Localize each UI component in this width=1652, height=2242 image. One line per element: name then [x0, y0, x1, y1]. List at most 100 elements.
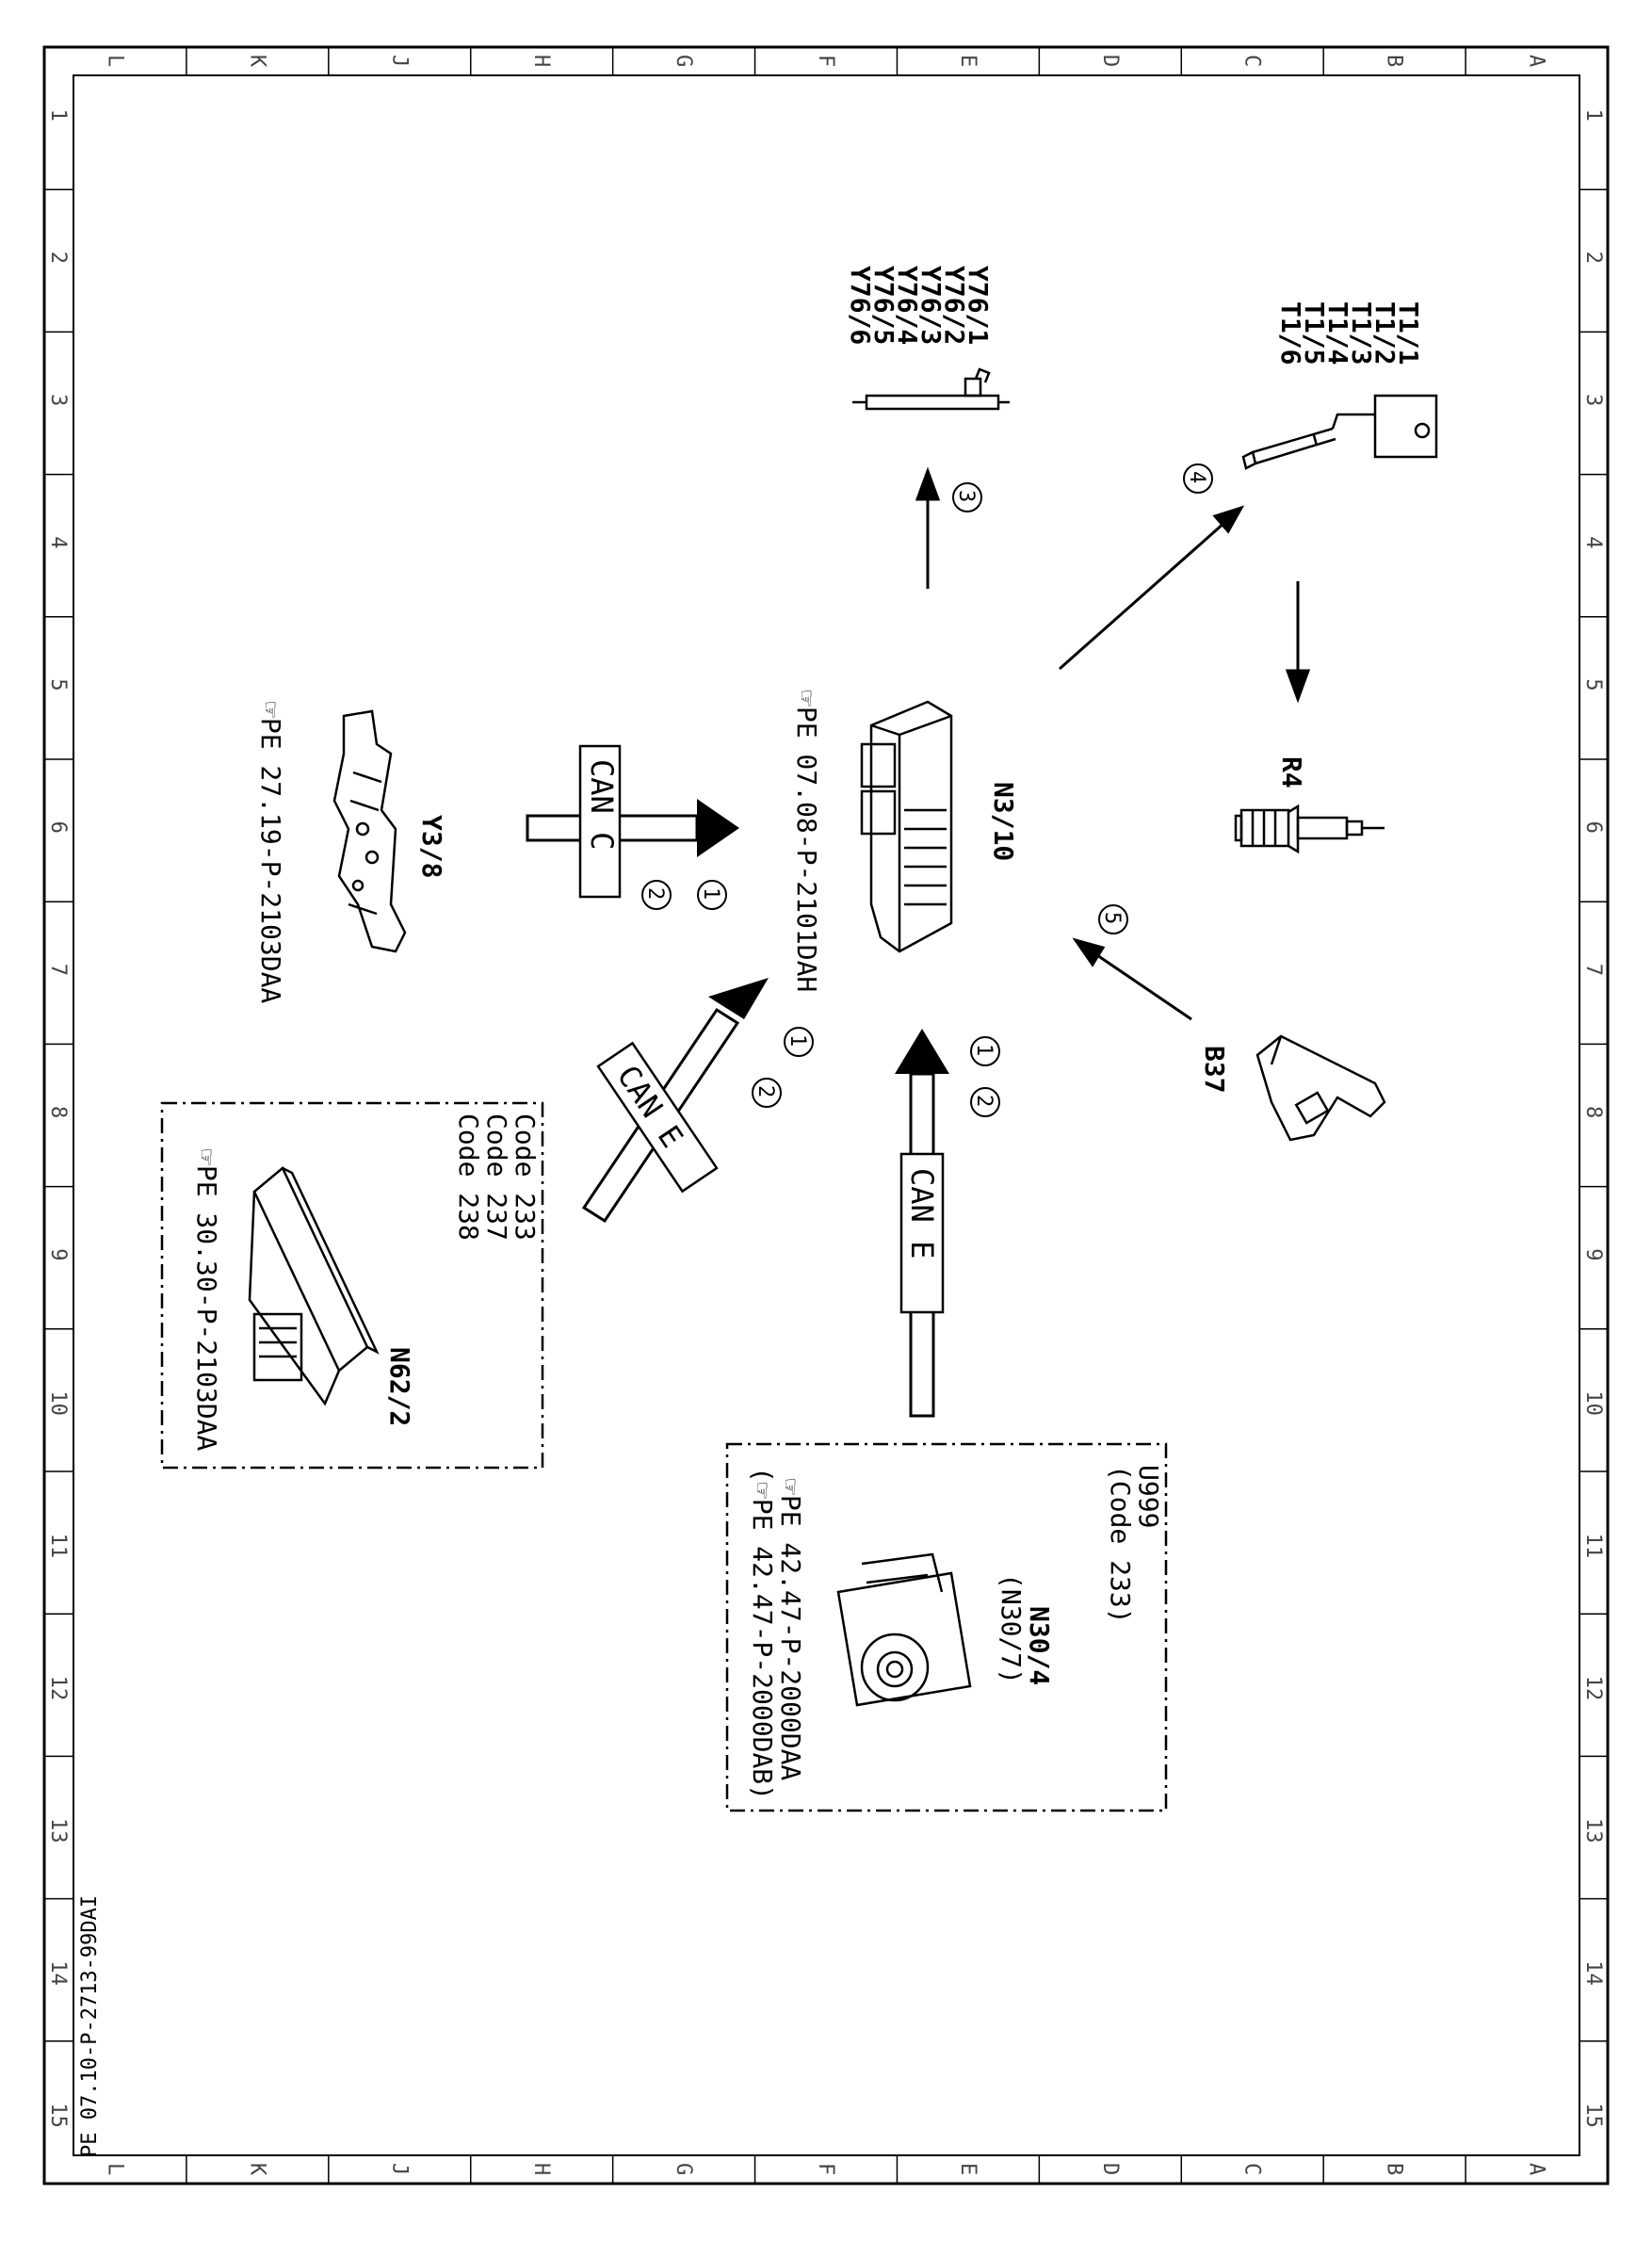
grid-number: 1: [46, 109, 70, 122]
t1-label-5: T1/5: [1299, 301, 1330, 365]
injector-illustration: [852, 367, 1010, 411]
spark-plug-illustration: [1234, 804, 1385, 854]
grid-number: 5: [1581, 678, 1605, 690]
grid-letter: C: [1240, 55, 1264, 67]
marker-1: 1: [699, 887, 722, 900]
marker-circle: [1098, 904, 1128, 934]
grid-number: 11: [46, 1534, 70, 1559]
r4-label: R4: [1276, 756, 1307, 788]
grid-letter: D: [1098, 2163, 1122, 2175]
grid-number: 5: [46, 678, 70, 690]
n62-2-label: N62/2: [384, 1347, 415, 1426]
arrowhead-n3-from-b37: [1072, 937, 1106, 967]
n62-2-dashed-box: [160, 1101, 544, 1470]
module-illustration: [248, 1166, 380, 1406]
hand-pointer-icon: ☞: [775, 1479, 806, 1495]
y3-8-label: Y3/8: [416, 815, 447, 878]
grid-letter: E: [956, 55, 980, 67]
can-c-arrowhead: [697, 799, 739, 857]
grid-letter: D: [1098, 55, 1122, 67]
grid-number: 4: [46, 536, 70, 548]
ignition-coil-illustration: [1241, 394, 1438, 470]
hand-pointer-icon: ☞: [255, 702, 286, 718]
r4-component: R4: [1234, 756, 1385, 854]
grid-number: 14: [1581, 1960, 1605, 1986]
signal-arrows: [915, 466, 1311, 1021]
reference-marker-labels: 3 4 5 1 2 1 2 1 2: [643, 471, 1208, 1107]
arrow-from-b37: [1093, 951, 1192, 1021]
n3-10-ref[interactable]: ☞PE 07.08-P-2101DAH: [791, 690, 822, 992]
grid-number: 8: [46, 1106, 70, 1118]
can-c-label: CAN C: [584, 759, 620, 850]
marker-2: 2: [972, 1095, 996, 1107]
t1-label-1: T1/1: [1393, 301, 1424, 365]
reference-markers: [641, 463, 1213, 1117]
marker-circle: [697, 880, 727, 910]
y76-label-6: Y76/6: [845, 266, 876, 345]
arrowhead-y76: [915, 466, 941, 501]
u999-line1: U999: [1133, 1465, 1164, 1528]
u999-dashed-box: [725, 1442, 1168, 1812]
grid-number: 6: [46, 821, 70, 834]
t1-label-4: T1/4: [1322, 301, 1353, 365]
hand-pointer-icon: ☞: [791, 690, 822, 707]
grid-letter: B: [1383, 2163, 1406, 2175]
grid-letter: F: [814, 2163, 837, 2175]
hand-pointer-icon: ☞: [747, 1483, 778, 1499]
grid-letter: F: [814, 55, 837, 67]
u999-component: U999 (Code 233) N30/4 (N30/7) ☞PE 42.47-…: [725, 1442, 1168, 1812]
u999-ref-2[interactable]: (☞PE 42.47-P-2000DAB): [747, 1467, 778, 1800]
marker-2: 2: [753, 1085, 777, 1097]
grid-letter: K: [245, 2163, 268, 2176]
grid-number: 4: [1581, 536, 1605, 548]
can-e-vert-label: CAN E: [904, 1168, 940, 1259]
u999-ref-1[interactable]: ☞PE 42.47-P-2000DAA: [775, 1479, 806, 1780]
y76-label-1: Y76/1: [963, 266, 994, 345]
can-e-diag-tag: [596, 1041, 719, 1194]
grid-letter: L: [103, 55, 126, 67]
grid-number: 12: [46, 1676, 70, 1701]
grid-number: 15: [46, 2103, 70, 2128]
grid-letter: G: [672, 2163, 695, 2175]
can-e-vert-tag: [899, 1152, 945, 1314]
document-id: PE 07.10-P-2713-99DAI: [78, 1895, 102, 2157]
marker-1: 1: [786, 1034, 809, 1047]
can-e-diag-arrowhead: [708, 978, 769, 1019]
grid-letter: K: [245, 55, 268, 68]
n30-4-label: N30/4: [1024, 1606, 1055, 1685]
esp-unit-illustration: [836, 1552, 972, 1707]
grid-number: 7: [46, 964, 70, 976]
y76-label-3: Y76/3: [915, 266, 947, 345]
grid-number: 13: [1581, 1818, 1605, 1844]
n62-2-component: N62/2 Code 233 Code 237 Code 238 ☞PE 30.…: [160, 1101, 544, 1470]
y3-8-ref[interactable]: ☞PE 27.19-P-2103DAA: [255, 702, 286, 1003]
hand-pointer-icon: ☞: [191, 1149, 222, 1165]
pedal-sensor-illustration: [1255, 1034, 1386, 1142]
marker-circle: [641, 880, 672, 910]
t1-label-3: T1/3: [1346, 301, 1377, 365]
marker-circle: [1183, 463, 1213, 494]
arrowhead-r4: [1285, 669, 1311, 704]
can-e-vertical-bus: CAN E: [895, 1029, 949, 1418]
t1-label-2: T1/2: [1369, 301, 1401, 365]
y76-component: Y76/1 Y76/2 Y76/3 Y76/4 Y76/5 Y76/6: [845, 266, 1010, 411]
grid-letter: J: [387, 55, 411, 67]
grid-letter: C: [1240, 2163, 1264, 2175]
marker-circle: [970, 1036, 1000, 1066]
marker-circle: [784, 1027, 814, 1057]
grid-number: 15: [1581, 2103, 1605, 2128]
grid-letter: B: [1383, 55, 1406, 67]
grid-number: 6: [1581, 821, 1605, 834]
grid-number: 10: [1581, 1390, 1605, 1416]
grid-number: 3: [46, 394, 70, 406]
grid-number: 9: [46, 1248, 70, 1260]
grid-number: 9: [1581, 1248, 1605, 1260]
n62-2-ref[interactable]: ☞PE 30.30-P-2103DAA: [191, 1149, 222, 1451]
grid-number: 3: [1581, 394, 1605, 406]
grid-number: 10: [46, 1390, 70, 1416]
y3-8-component: Y3/8 ☞PE 27.19-P-2103DAA: [255, 702, 447, 1003]
grid-letter: E: [956, 2163, 980, 2175]
marker-1: 1: [972, 1044, 996, 1056]
grid-number: 8: [1581, 1106, 1605, 1118]
